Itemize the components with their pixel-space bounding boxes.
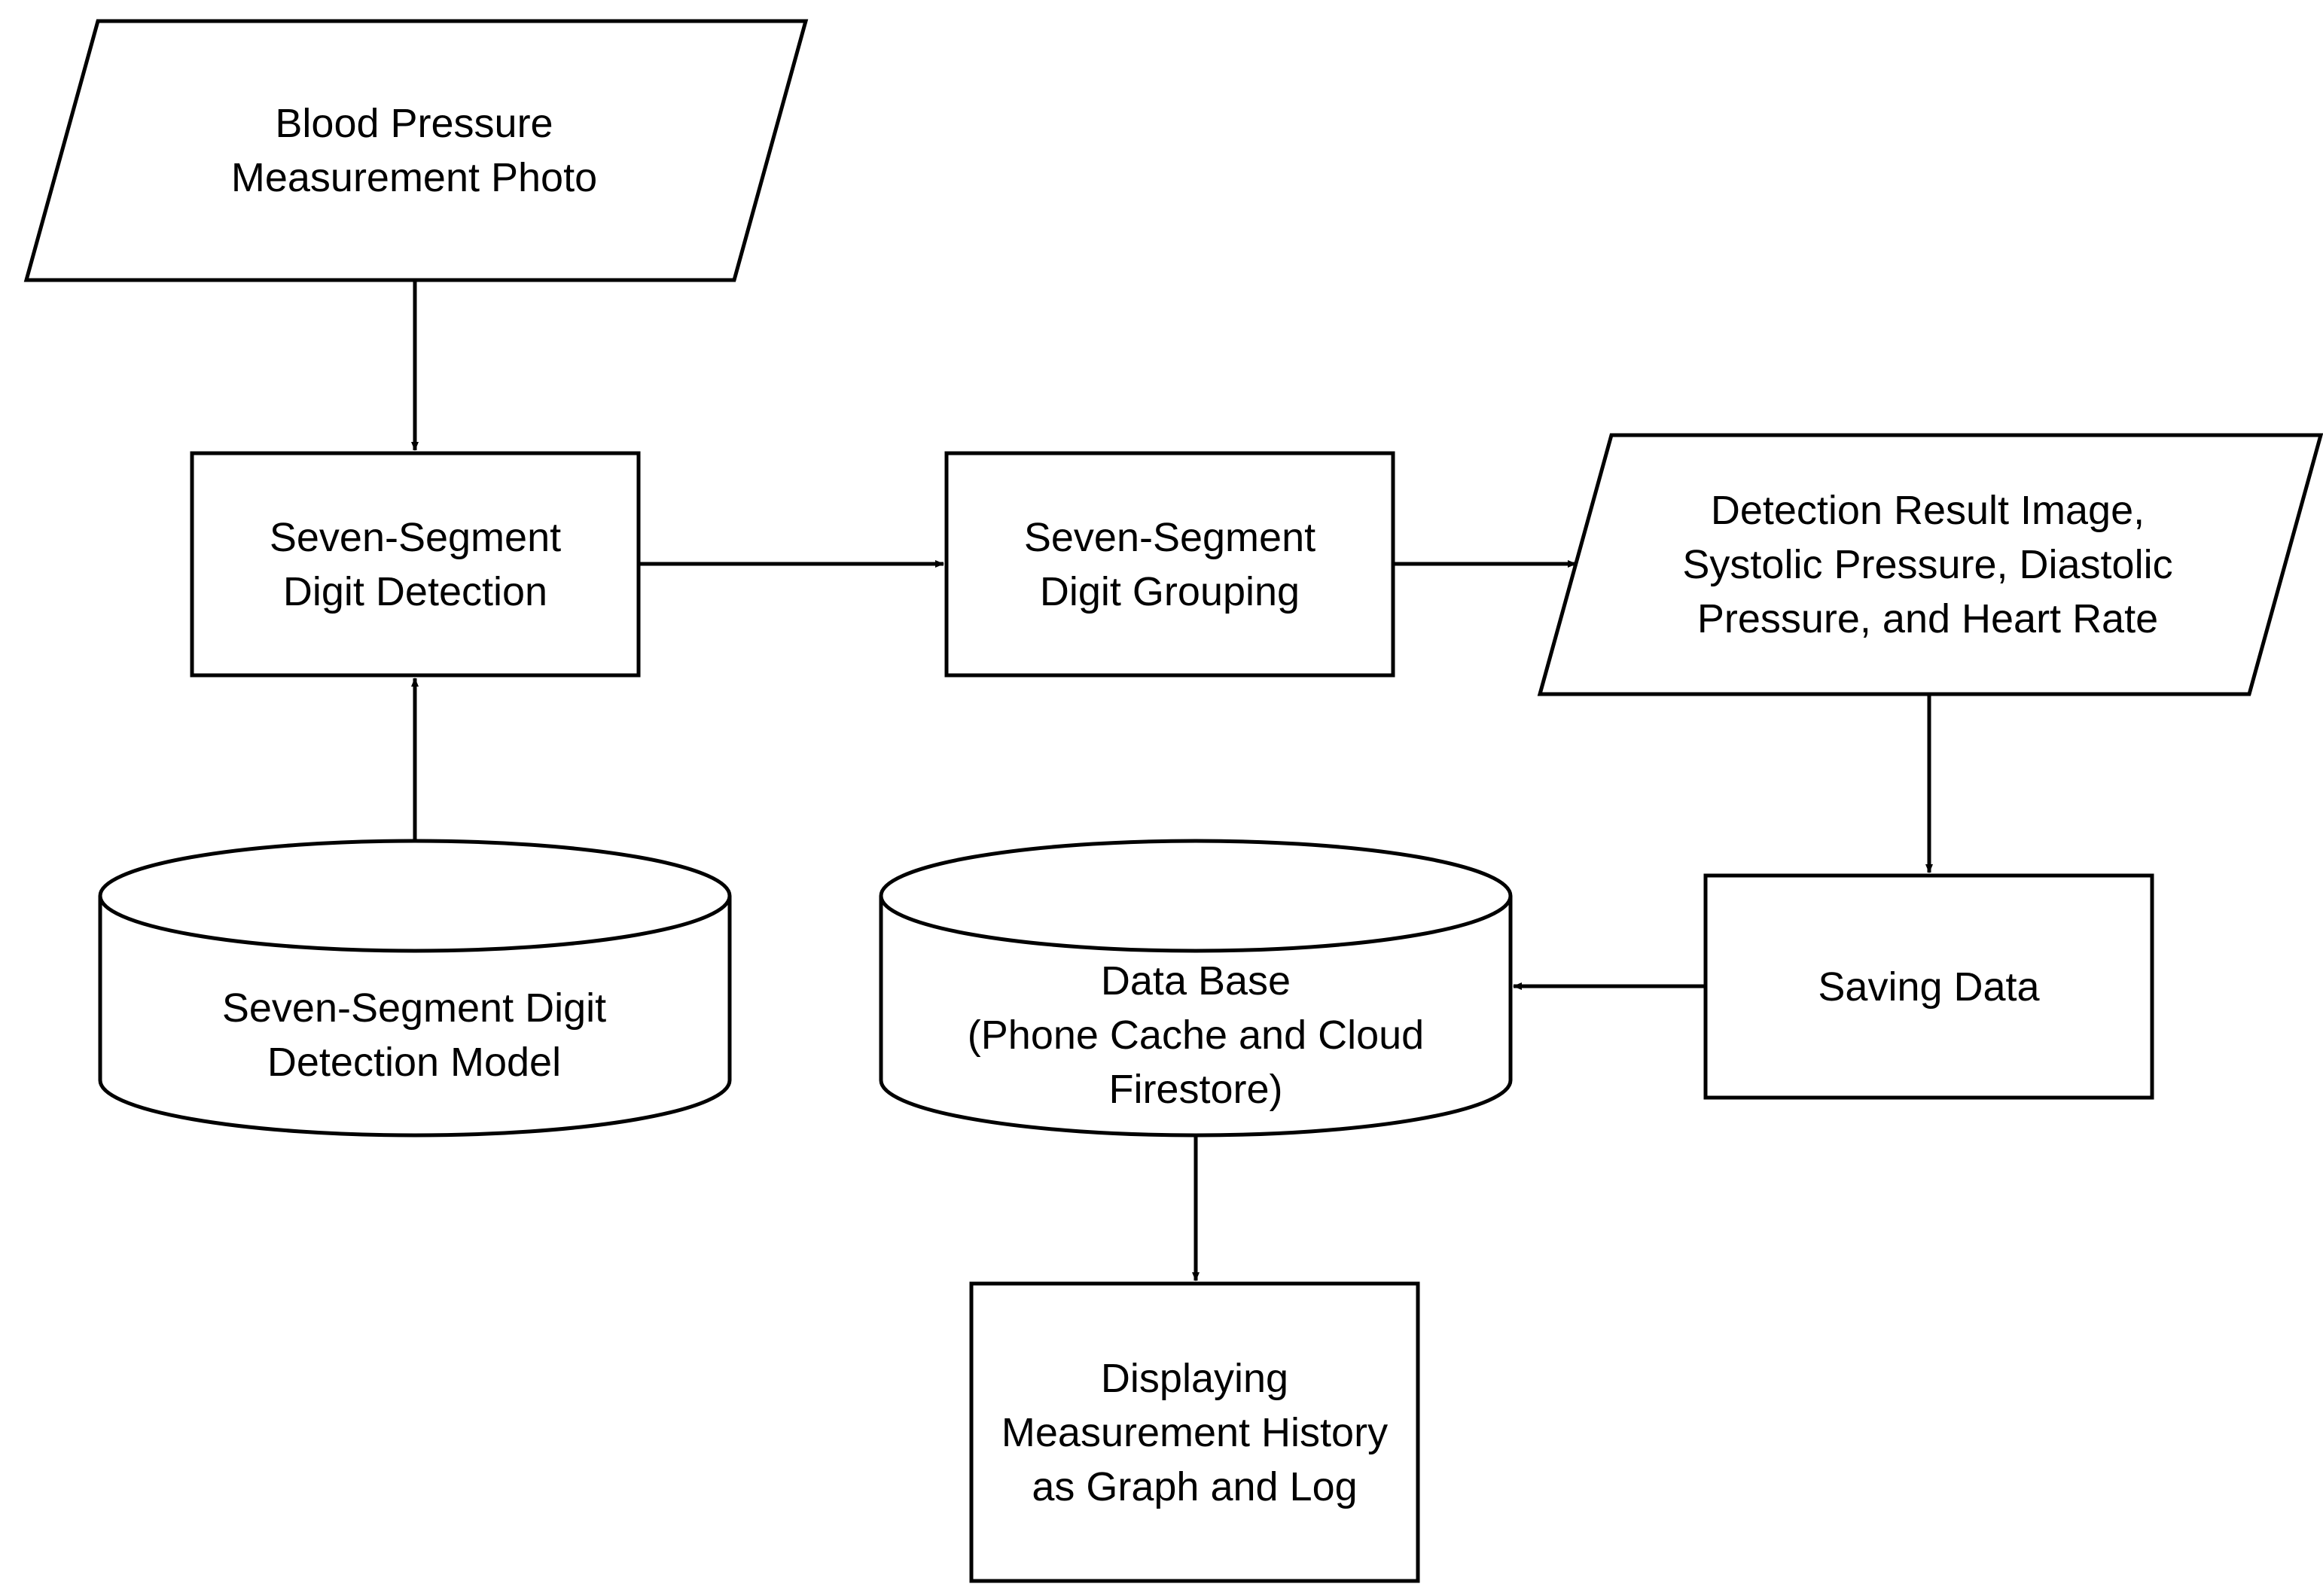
detection-model-label: Seven-Segment Digit Detection Model <box>221 985 607 1085</box>
database-label: Data Base (Phone Cache and Cloud Firesto… <box>967 958 1425 1112</box>
detection-result-label: Detection Result Image, Systolic Pressur… <box>1682 488 2173 641</box>
saving-data-shape <box>1703 873 2154 1100</box>
digit-grouping-shape <box>944 451 1395 678</box>
saving-data-label: Saving Data <box>1818 964 2040 1010</box>
bp-photo-label: Blood Pressure Measurement Photo <box>230 101 598 200</box>
detection-result-shape <box>1537 433 2323 696</box>
digit-detection-label: Seven-Segment Digit Detection <box>269 514 562 614</box>
display-history-label: Displaying Measurement History as Graph … <box>1001 1355 1389 1509</box>
bp-photo-shape <box>23 19 809 282</box>
digit-grouping-label: Seven-Segment Digit Grouping <box>1023 514 1316 614</box>
digit-detection-shape <box>190 451 641 678</box>
display-history-shape <box>969 1281 1420 1583</box>
detection-model-cylinder <box>98 839 732 1138</box>
